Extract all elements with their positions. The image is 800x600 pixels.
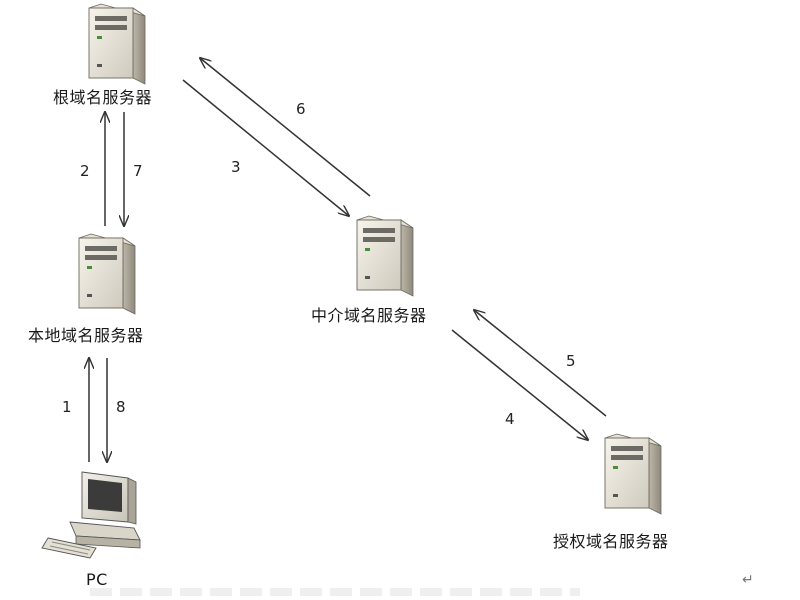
arrow-step-5 [474, 310, 607, 417]
step-label-7: 7 [133, 162, 143, 180]
root-server-label: 根域名服务器 [53, 88, 153, 107]
root-server-icon [88, 3, 146, 85]
step-label-6: 6 [296, 100, 306, 118]
authoritative-server-icon [604, 433, 662, 515]
authoritative-server-label: 授权域名服务器 [553, 532, 669, 551]
step-label-1: 1 [62, 398, 72, 416]
arrow-step-3 [182, 79, 349, 216]
intermediate-server-icon [356, 215, 414, 297]
arrow-step-6 [200, 58, 371, 197]
step-label-4: 4 [505, 410, 515, 428]
local-server-icon [78, 233, 136, 315]
intermediate-server-label: 中介域名服务器 [311, 306, 427, 325]
arrow-step-4 [451, 329, 588, 440]
computer-icon [41, 471, 141, 559]
step-label-5: 5 [566, 352, 576, 370]
step-label-8: 8 [116, 398, 126, 416]
pc-label: PC [86, 570, 108, 589]
step-label-2: 2 [80, 162, 90, 180]
paragraph-return-mark: ↵ [742, 572, 754, 588]
cropped-caption-strip [90, 588, 580, 596]
local-server-label: 本地域名服务器 [28, 326, 144, 345]
step-label-3: 3 [231, 158, 241, 176]
